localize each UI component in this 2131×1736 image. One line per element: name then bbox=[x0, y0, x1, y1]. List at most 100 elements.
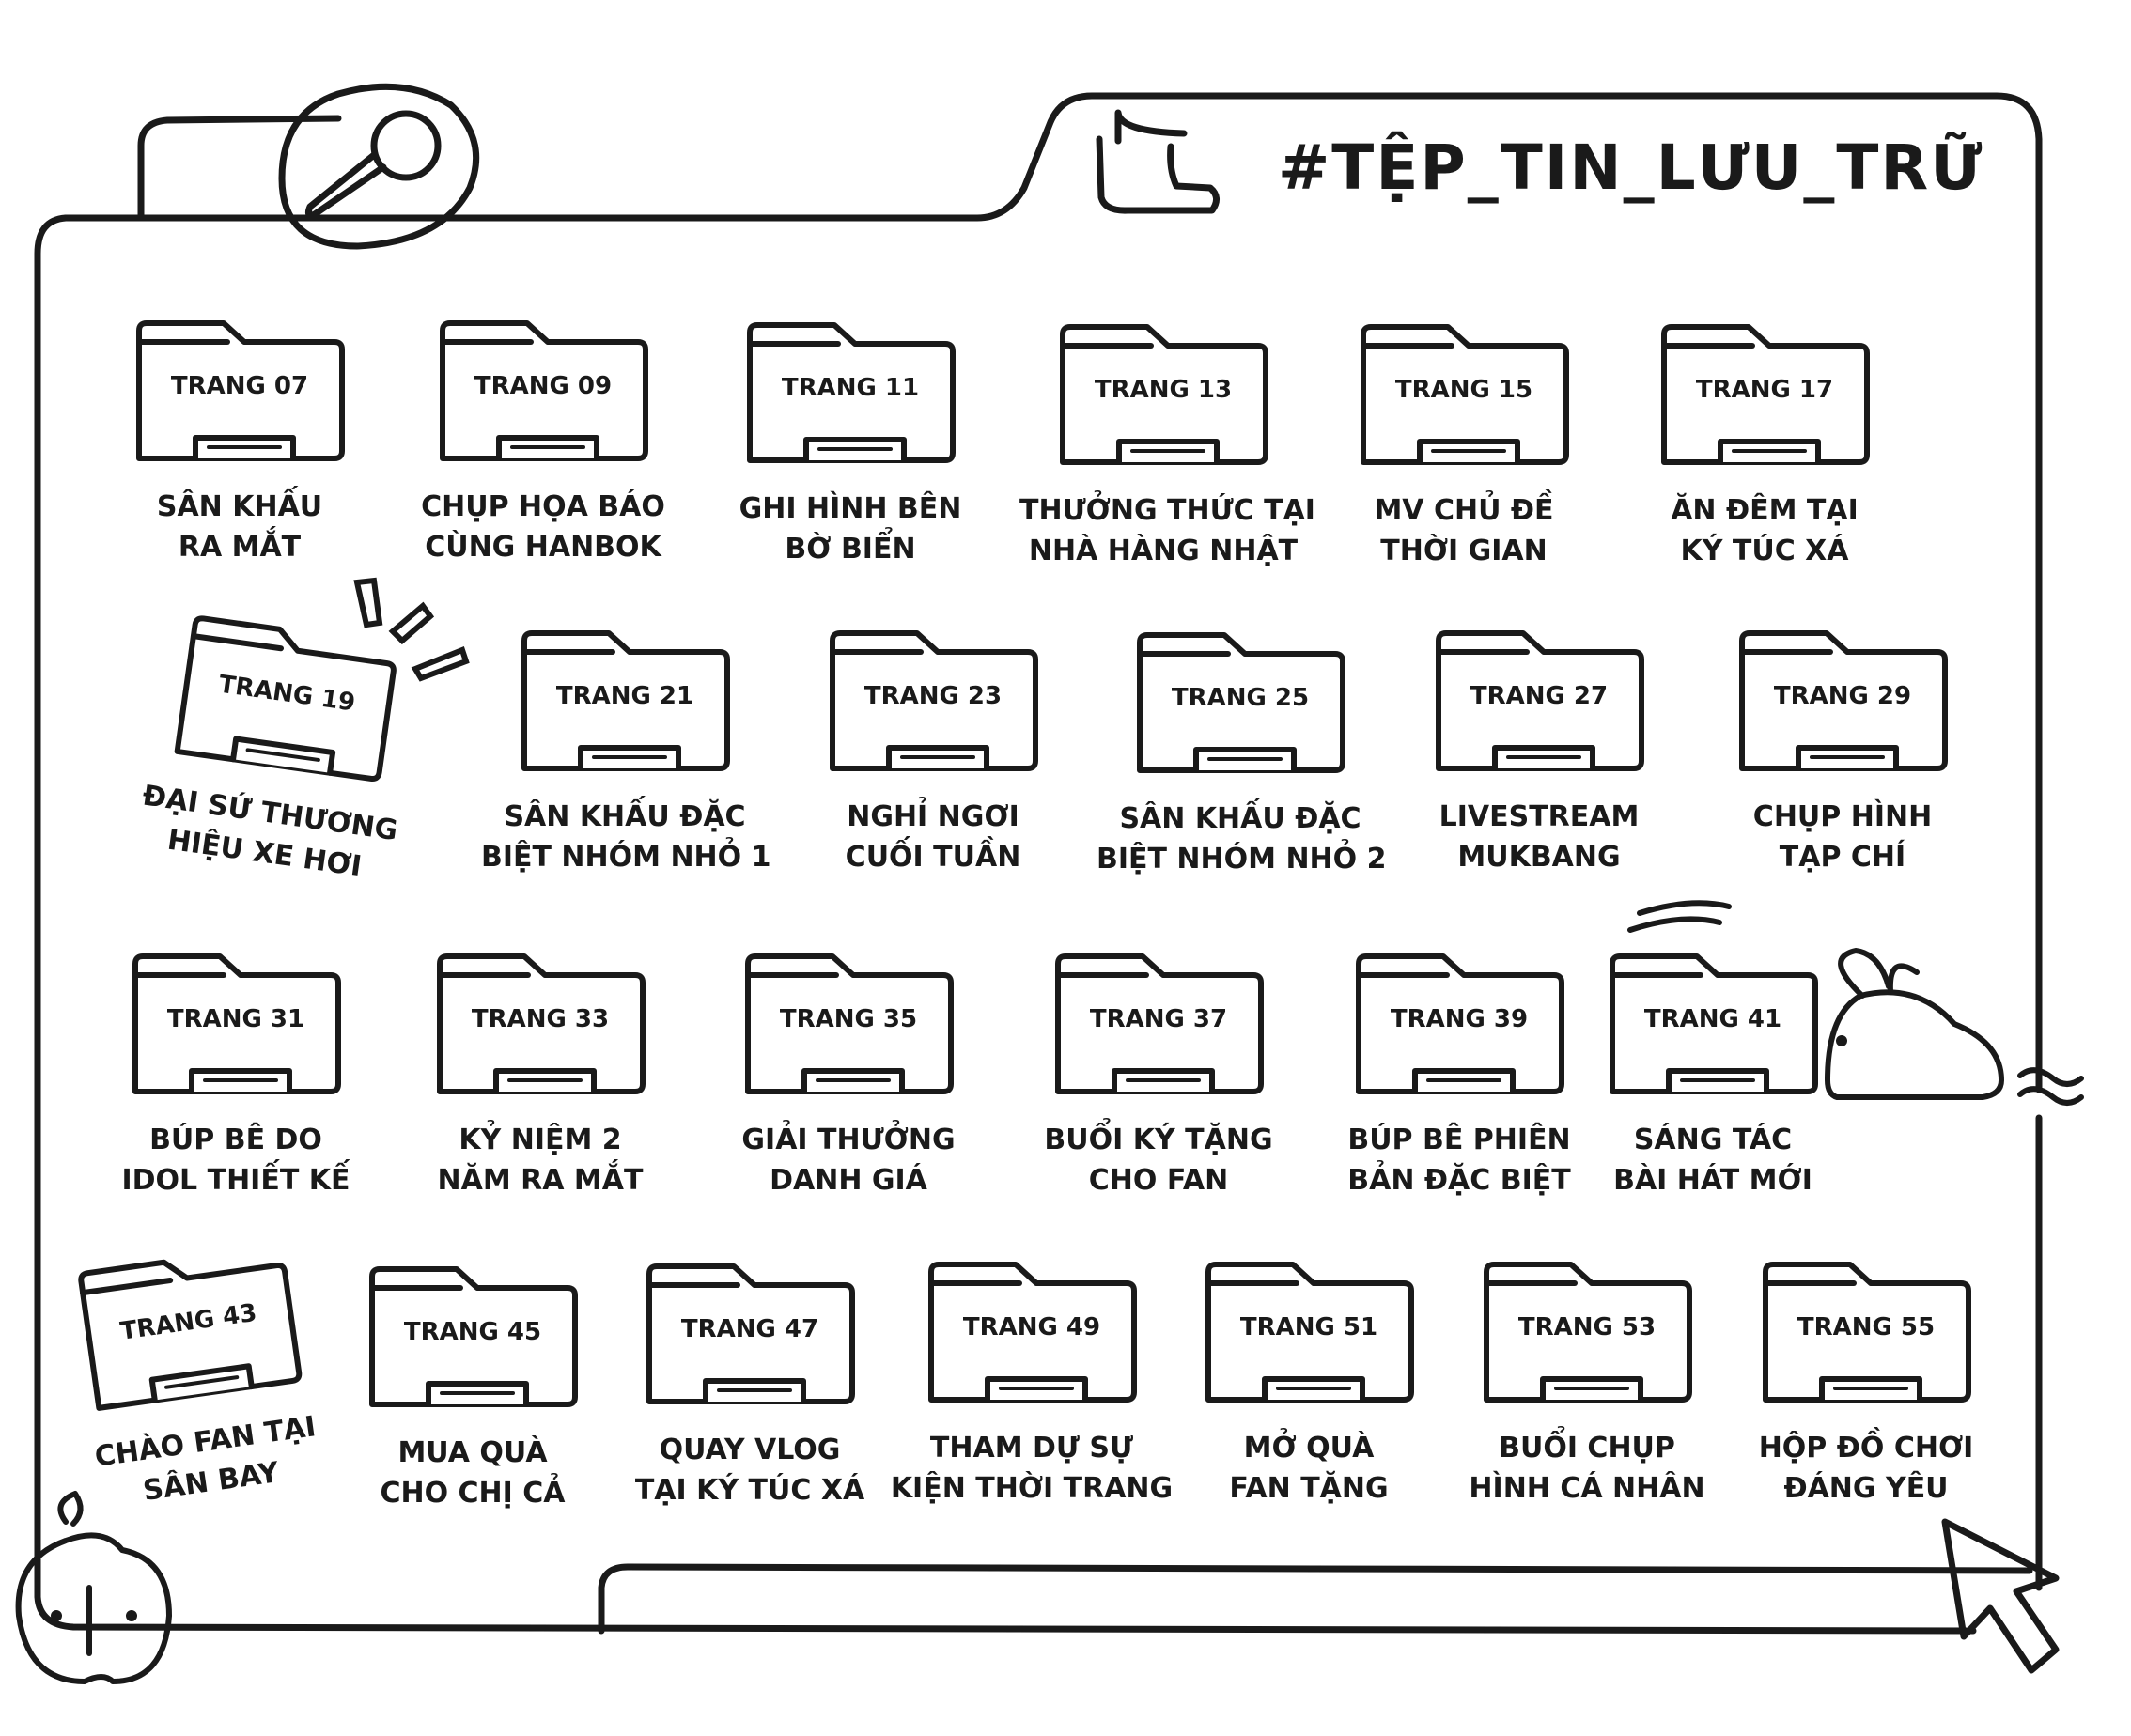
folder-caption-line: MV CHỦ ĐỀ bbox=[1374, 494, 1554, 527]
folder-page-label: TRANG 11 bbox=[781, 374, 920, 402]
folder-caption-line: NGHỈ NGƠI bbox=[847, 800, 1019, 833]
folder-item[interactable]: TRANG 49 THAM DỰ SỰ KIỆN THỜI TRANG bbox=[891, 1259, 1207, 1505]
folder-caption-line: BUỔI KÝ TẶNG bbox=[1044, 1124, 1273, 1156]
folder-page-label: TRANG 33 bbox=[471, 1005, 610, 1033]
folder-page-label: TRANG 27 bbox=[1470, 682, 1609, 710]
folder-page-label: TRANG 47 bbox=[680, 1315, 819, 1343]
folder-caption-line: BÚP BÊ DO bbox=[149, 1124, 322, 1156]
folder-caption-line: CHO CHỊ CẢ bbox=[380, 1477, 566, 1510]
folder-icon bbox=[1661, 324, 1870, 465]
folder-item[interactable]: TRANG 39 BÚP BÊ PHIÊN BẢN ĐẶC BIỆT bbox=[1347, 951, 1635, 1197]
folder-caption-line: KIỆN THỜI TRANG bbox=[890, 1472, 1174, 1505]
folder-page-label: TRANG 25 bbox=[1171, 684, 1310, 712]
folder-caption-line: SÂN KHẤU bbox=[156, 490, 323, 523]
folder-caption-line: RA MẮT bbox=[178, 531, 302, 564]
folder-icon bbox=[136, 320, 345, 461]
folder-page-label: TRANG 51 bbox=[1239, 1313, 1378, 1341]
folder-caption-line: BÚP BÊ PHIÊN bbox=[1347, 1124, 1571, 1156]
page-title: #TỆP_TIN_LƯU_TRỮ bbox=[1278, 132, 1984, 204]
folder-icon bbox=[1484, 1262, 1692, 1403]
folder-page-label: TRANG 31 bbox=[166, 1005, 305, 1033]
folder-caption-line: ĐÁNG YÊU bbox=[1783, 1472, 1949, 1505]
folder-icon bbox=[174, 615, 397, 783]
folder-caption-line: SÂN KHẤU ĐẶC bbox=[1119, 802, 1361, 835]
folder-icon bbox=[437, 953, 646, 1094]
window-top-edge bbox=[62, 92, 2043, 1018]
folder-caption-line: TẠP CHÍ bbox=[1779, 841, 1906, 874]
folder-caption-line: BUỔI CHỤP bbox=[1499, 1432, 1675, 1465]
folder-caption-line: BIỆT NHÓM NHỎ 2 bbox=[1097, 843, 1387, 876]
folder-caption-line: BÀI HÁT MỚI bbox=[1613, 1164, 1812, 1197]
folder-caption-line: THƯỞNG THỨC TẠI bbox=[1019, 494, 1315, 527]
folder-icon bbox=[440, 320, 648, 461]
cursor-arrow-icon bbox=[1941, 1518, 2060, 1674]
folder-page-label: TRANG 49 bbox=[962, 1313, 1101, 1341]
peach-icon bbox=[15, 1491, 172, 1684]
folder-item[interactable]: TRANG 09 CHỤP HỌA BÁO CÙNG HANBOK bbox=[421, 318, 719, 564]
folder-caption: MV CHỦ ĐỀ THỜI GIAN bbox=[1320, 490, 1608, 571]
folder-page-label: TRANG 35 bbox=[779, 1005, 918, 1033]
folder-icon bbox=[521, 630, 730, 771]
folder-caption-line: ĂN ĐÊM TẠI bbox=[1671, 494, 1859, 527]
folder-item[interactable]: TRANG 29 CHỤP HÌNH TẠP CHÍ bbox=[1736, 628, 2018, 874]
folder-item[interactable]: TRANG 15 MV CHỦ ĐỀ THỜI GIAN bbox=[1358, 321, 1640, 567]
folder-icon bbox=[646, 1263, 855, 1404]
folder-caption-line: KÝ TÚC XÁ bbox=[1680, 535, 1849, 567]
folder-caption-line: GHI HÌNH BÊN bbox=[739, 492, 962, 525]
status-bar-outline bbox=[598, 1563, 2033, 1635]
folder-page-label: TRANG 15 bbox=[1394, 376, 1533, 404]
folder-page-label: TRANG 09 bbox=[474, 372, 613, 400]
folder-page-label: TRANG 53 bbox=[1517, 1313, 1657, 1341]
folder-page-label: TRANG 37 bbox=[1089, 1005, 1228, 1033]
folder-caption-line: BẢN ĐẶC BIỆT bbox=[1347, 1164, 1571, 1197]
folder-caption-line: THỜI GIAN bbox=[1380, 535, 1548, 567]
folder-icon bbox=[1739, 630, 1948, 771]
folder-icon bbox=[78, 1259, 303, 1411]
folder-page-label: TRANG 39 bbox=[1390, 1005, 1529, 1033]
folder-icon bbox=[1205, 1262, 1414, 1403]
folder-caption-line: MỞ QUÀ bbox=[1243, 1432, 1375, 1465]
folder-caption-line: CHỤP HÌNH bbox=[1752, 800, 1933, 833]
folder-page-label: TRANG 23 bbox=[863, 682, 1003, 710]
folder-item[interactable]: TRANG 25 SÂN KHẤU ĐẶC BIỆT NHÓM NHỎ 2 bbox=[1097, 629, 1416, 876]
folder-caption-line: CHỤP HỌA BÁO bbox=[421, 490, 665, 523]
folder-caption-line: CÙNG HANBOK bbox=[425, 531, 661, 564]
folder-page-label: TRANG 29 bbox=[1773, 682, 1912, 710]
folder-icon bbox=[1137, 632, 1345, 773]
folder-caption-line: THAM DỰ SỰ bbox=[929, 1432, 1134, 1465]
